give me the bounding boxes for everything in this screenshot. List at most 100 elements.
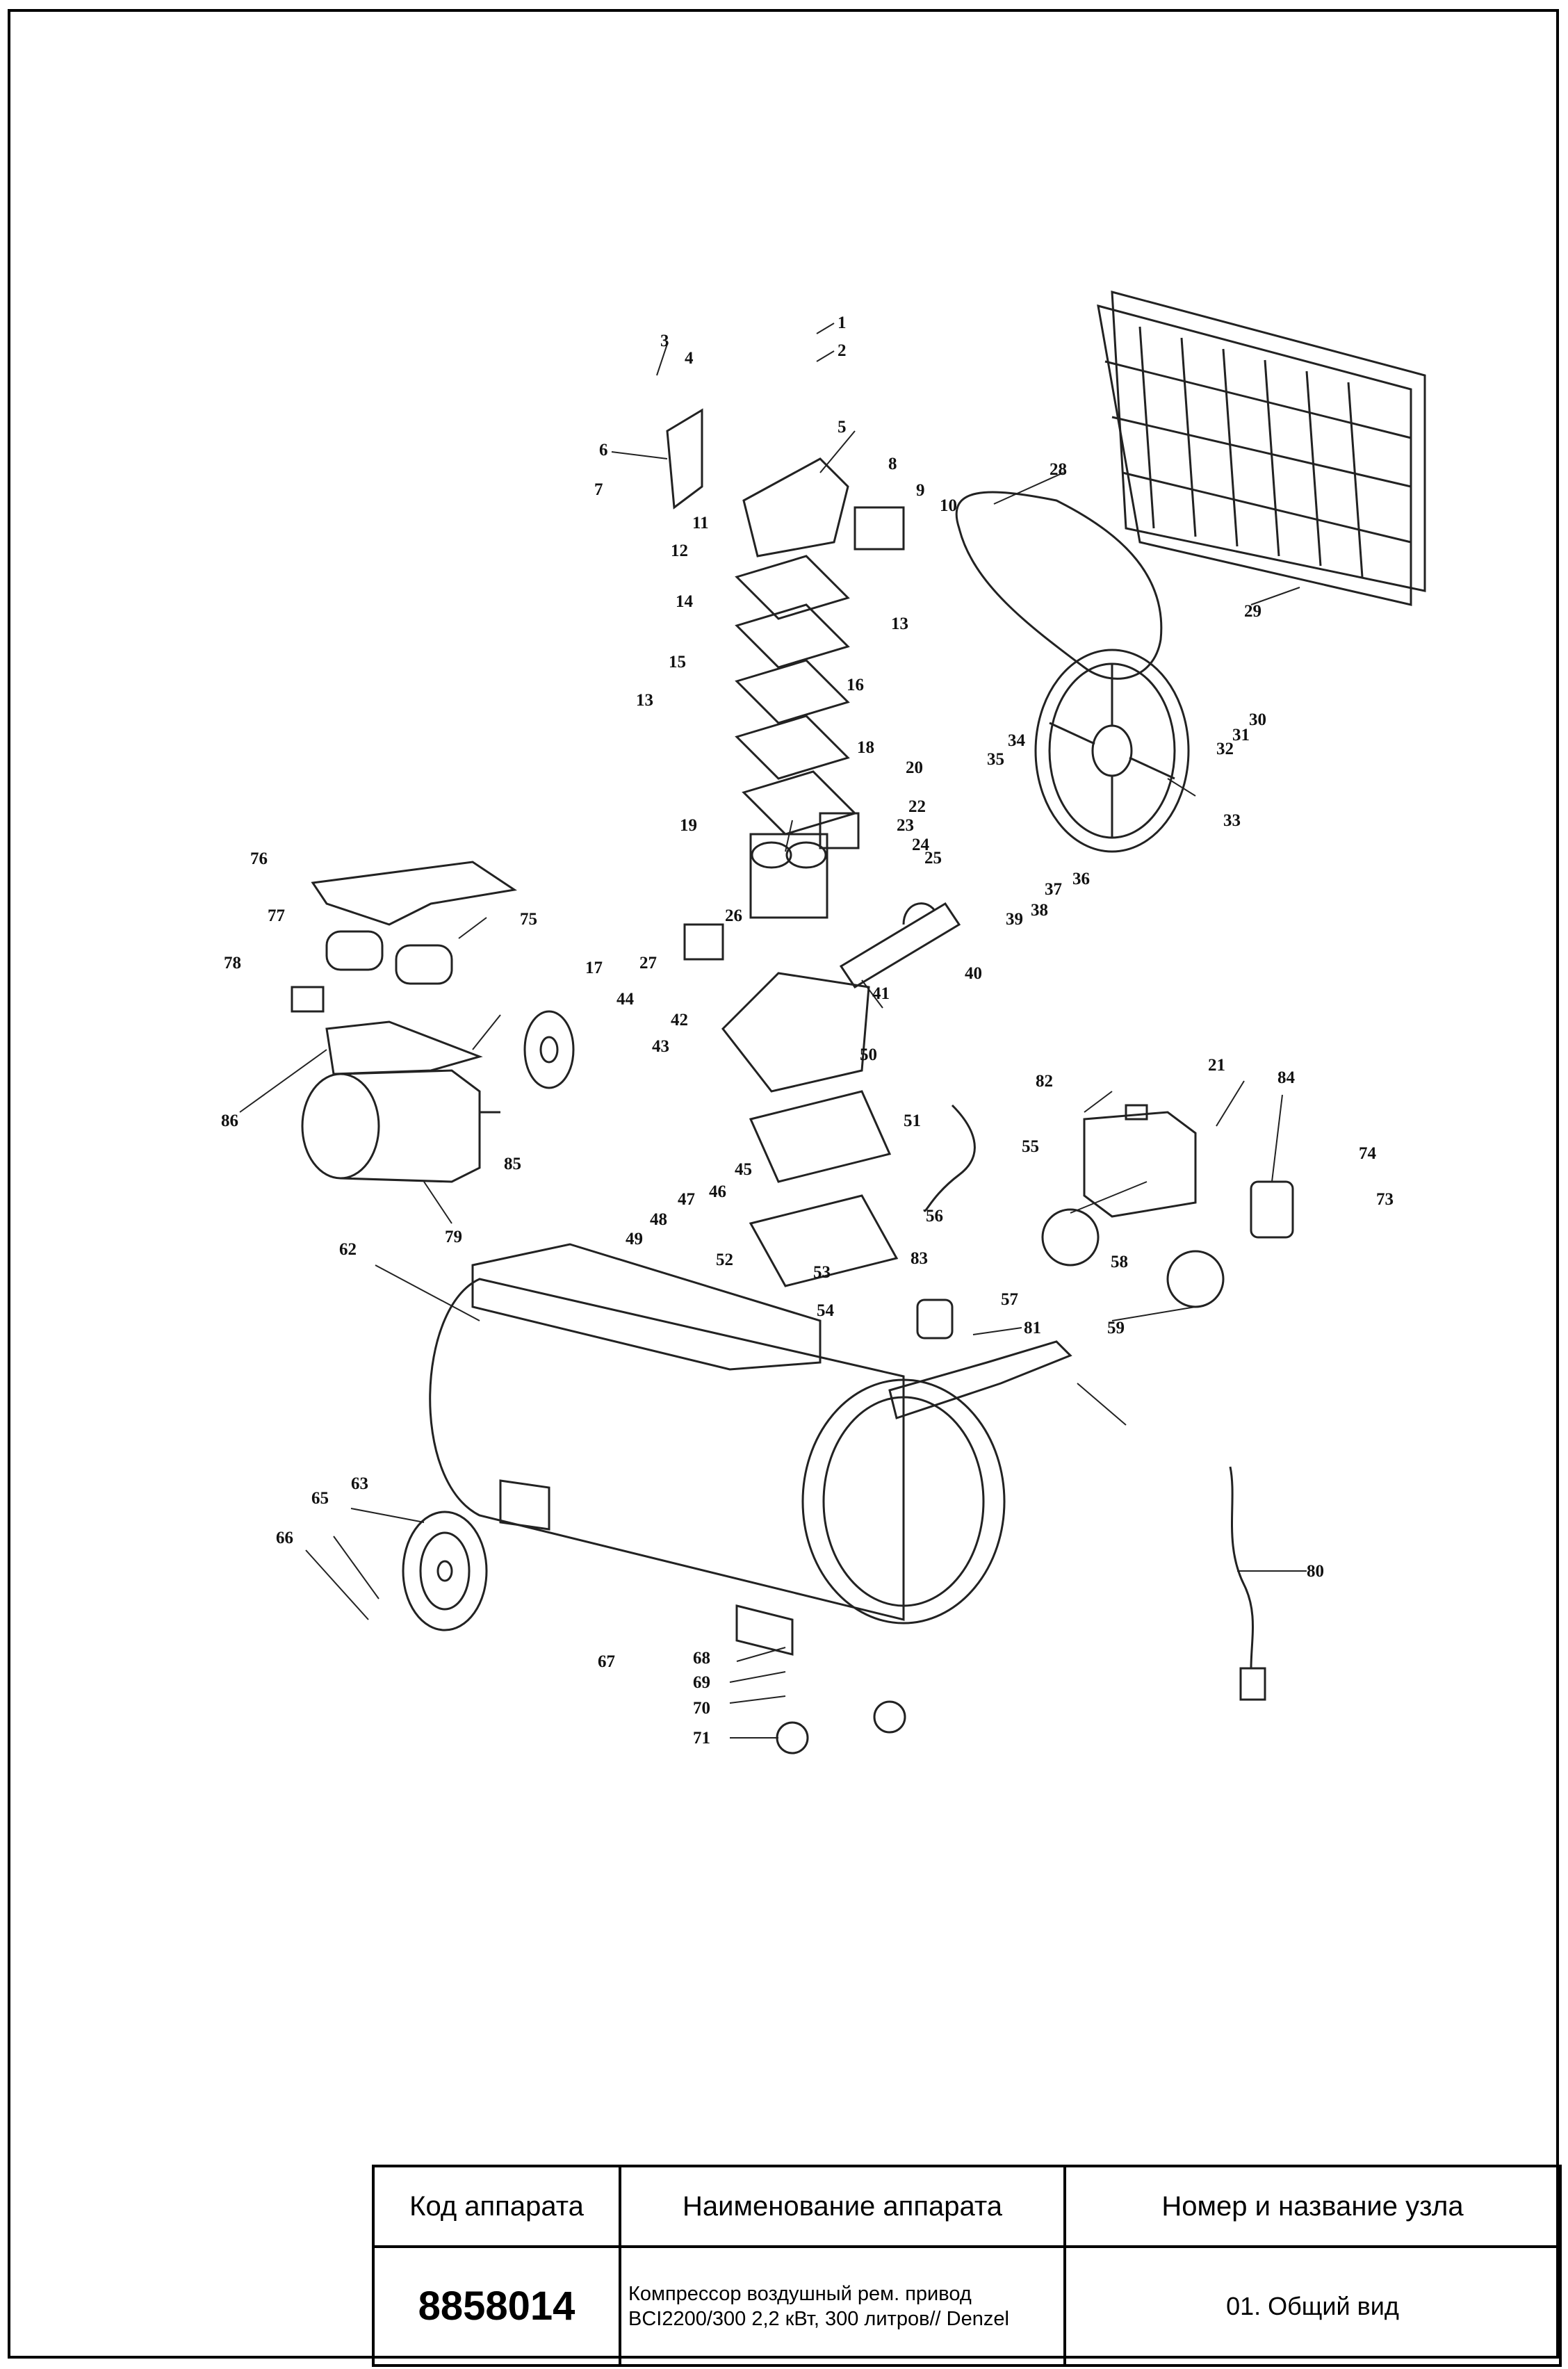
cylinder-head-group bbox=[666, 408, 905, 836]
callout-56: 56 bbox=[926, 1207, 943, 1226]
device-name-line1: Компрессор воздушный рем. привод bbox=[628, 2282, 972, 2305]
callout-5: 5 bbox=[838, 418, 847, 437]
callout-9: 9 bbox=[916, 481, 925, 500]
motor-pulley bbox=[523, 1010, 575, 1089]
callout-40: 40 bbox=[965, 964, 982, 983]
crankcase bbox=[721, 972, 899, 1287]
callout-45: 45 bbox=[735, 1160, 752, 1179]
callout-82: 82 bbox=[1036, 1072, 1053, 1091]
callout-23: 23 bbox=[897, 816, 914, 835]
callout-26: 26 bbox=[725, 906, 742, 925]
callout-43: 43 bbox=[652, 1037, 669, 1056]
power-cord bbox=[1229, 1466, 1254, 1669]
header-device-name: Наименование аппарата bbox=[619, 2165, 1066, 2248]
callout-47: 47 bbox=[678, 1190, 695, 1209]
capacitor-75 bbox=[395, 944, 453, 985]
callout-7: 7 bbox=[594, 480, 603, 499]
pressure-switch bbox=[1083, 1104, 1197, 1218]
callout-1: 1 bbox=[838, 314, 847, 332]
callout-53: 53 bbox=[813, 1263, 831, 1282]
callout-80: 80 bbox=[1307, 1562, 1324, 1581]
callout-86: 86 bbox=[221, 1112, 238, 1130]
piston-right bbox=[819, 812, 860, 849]
callout-33: 33 bbox=[1223, 811, 1241, 830]
flywheel bbox=[1034, 649, 1190, 853]
callout-84: 84 bbox=[1277, 1068, 1296, 1087]
part-callouts: 1 2 3 4 5 6 7 8 9 10 11 12 13 13 14 15 1… bbox=[221, 314, 1394, 1748]
callout-73: 73 bbox=[1376, 1190, 1394, 1209]
callout-11: 11 bbox=[692, 514, 709, 532]
callout-85: 85 bbox=[504, 1155, 521, 1173]
header-device-code: Код аппарата bbox=[372, 2165, 621, 2248]
node-name: 01. Общий вид bbox=[1063, 2245, 1562, 2367]
callout-8: 8 bbox=[888, 455, 897, 473]
callout-32: 32 bbox=[1216, 740, 1234, 758]
device-name: Компрессор воздушный рем. привод BCI2200… bbox=[619, 2245, 1066, 2367]
callout-71: 71 bbox=[693, 1729, 710, 1748]
callout-22: 22 bbox=[908, 797, 926, 816]
switch-78 bbox=[291, 986, 325, 1013]
wheel bbox=[402, 1511, 488, 1631]
callout-12: 12 bbox=[671, 542, 688, 560]
callout-24: 24 bbox=[912, 836, 930, 854]
callout-35: 35 bbox=[987, 750, 1004, 769]
callout-74: 74 bbox=[1359, 1144, 1377, 1163]
callout-42: 42 bbox=[671, 1011, 688, 1029]
callout-63: 63 bbox=[351, 1474, 368, 1493]
callout-75: 75 bbox=[520, 910, 537, 929]
callout-67: 67 bbox=[598, 1652, 615, 1671]
callout-59: 59 bbox=[1107, 1319, 1125, 1337]
callout-15: 15 bbox=[669, 653, 686, 671]
callout-2: 2 bbox=[838, 341, 847, 360]
callout-52: 52 bbox=[716, 1251, 733, 1269]
callout-29: 29 bbox=[1244, 602, 1261, 621]
callout-37: 37 bbox=[1045, 880, 1062, 899]
callout-19: 19 bbox=[680, 816, 697, 835]
callout-21: 21 bbox=[1208, 1056, 1225, 1075]
callout-28: 28 bbox=[1050, 460, 1067, 479]
callout-46: 46 bbox=[709, 1182, 726, 1201]
callout-66: 66 bbox=[276, 1529, 293, 1547]
drive-belt bbox=[955, 491, 1163, 680]
callout-34: 34 bbox=[1008, 731, 1026, 750]
regulator bbox=[1250, 1180, 1294, 1239]
callout-62: 62 bbox=[339, 1240, 357, 1259]
callout-36: 36 bbox=[1072, 870, 1090, 888]
plug bbox=[1239, 1667, 1266, 1701]
cylinder-block bbox=[749, 833, 828, 919]
callout-69: 69 bbox=[693, 1673, 710, 1692]
capacitor-77 bbox=[325, 930, 384, 971]
callout-10: 10 bbox=[940, 496, 957, 515]
callout-13a: 13 bbox=[891, 614, 908, 633]
gauge-59 bbox=[1166, 1250, 1225, 1308]
callout-81: 81 bbox=[1024, 1319, 1041, 1337]
callout-83: 83 bbox=[910, 1249, 928, 1268]
callout-14: 14 bbox=[676, 592, 694, 611]
callout-31: 31 bbox=[1232, 726, 1250, 744]
piston-left bbox=[683, 923, 724, 961]
callout-54: 54 bbox=[817, 1301, 835, 1320]
callout-30: 30 bbox=[1249, 710, 1266, 729]
callout-70: 70 bbox=[693, 1699, 710, 1718]
callout-76: 76 bbox=[250, 849, 268, 868]
callout-17: 17 bbox=[585, 959, 603, 977]
callout-13b: 13 bbox=[636, 691, 653, 710]
castor-left bbox=[776, 1721, 809, 1755]
callout-27: 27 bbox=[639, 954, 657, 972]
callout-55: 55 bbox=[1022, 1137, 1039, 1156]
callout-57: 57 bbox=[1001, 1290, 1018, 1309]
callout-48: 48 bbox=[650, 1210, 667, 1229]
callout-77: 77 bbox=[268, 906, 285, 925]
air-tank bbox=[429, 1243, 1006, 1656]
device-code: 8858014 bbox=[372, 2245, 621, 2367]
callout-78: 78 bbox=[224, 954, 241, 972]
coil-hose bbox=[923, 1104, 976, 1212]
check-valve bbox=[916, 1299, 954, 1340]
header-node-name: Номер и название узла bbox=[1063, 2165, 1562, 2248]
callout-18: 18 bbox=[857, 738, 874, 757]
belt-guard-cage bbox=[1097, 291, 1426, 606]
callout-41: 41 bbox=[872, 984, 890, 1003]
crankshaft bbox=[839, 902, 961, 989]
leader-lines bbox=[239, 323, 1307, 1739]
